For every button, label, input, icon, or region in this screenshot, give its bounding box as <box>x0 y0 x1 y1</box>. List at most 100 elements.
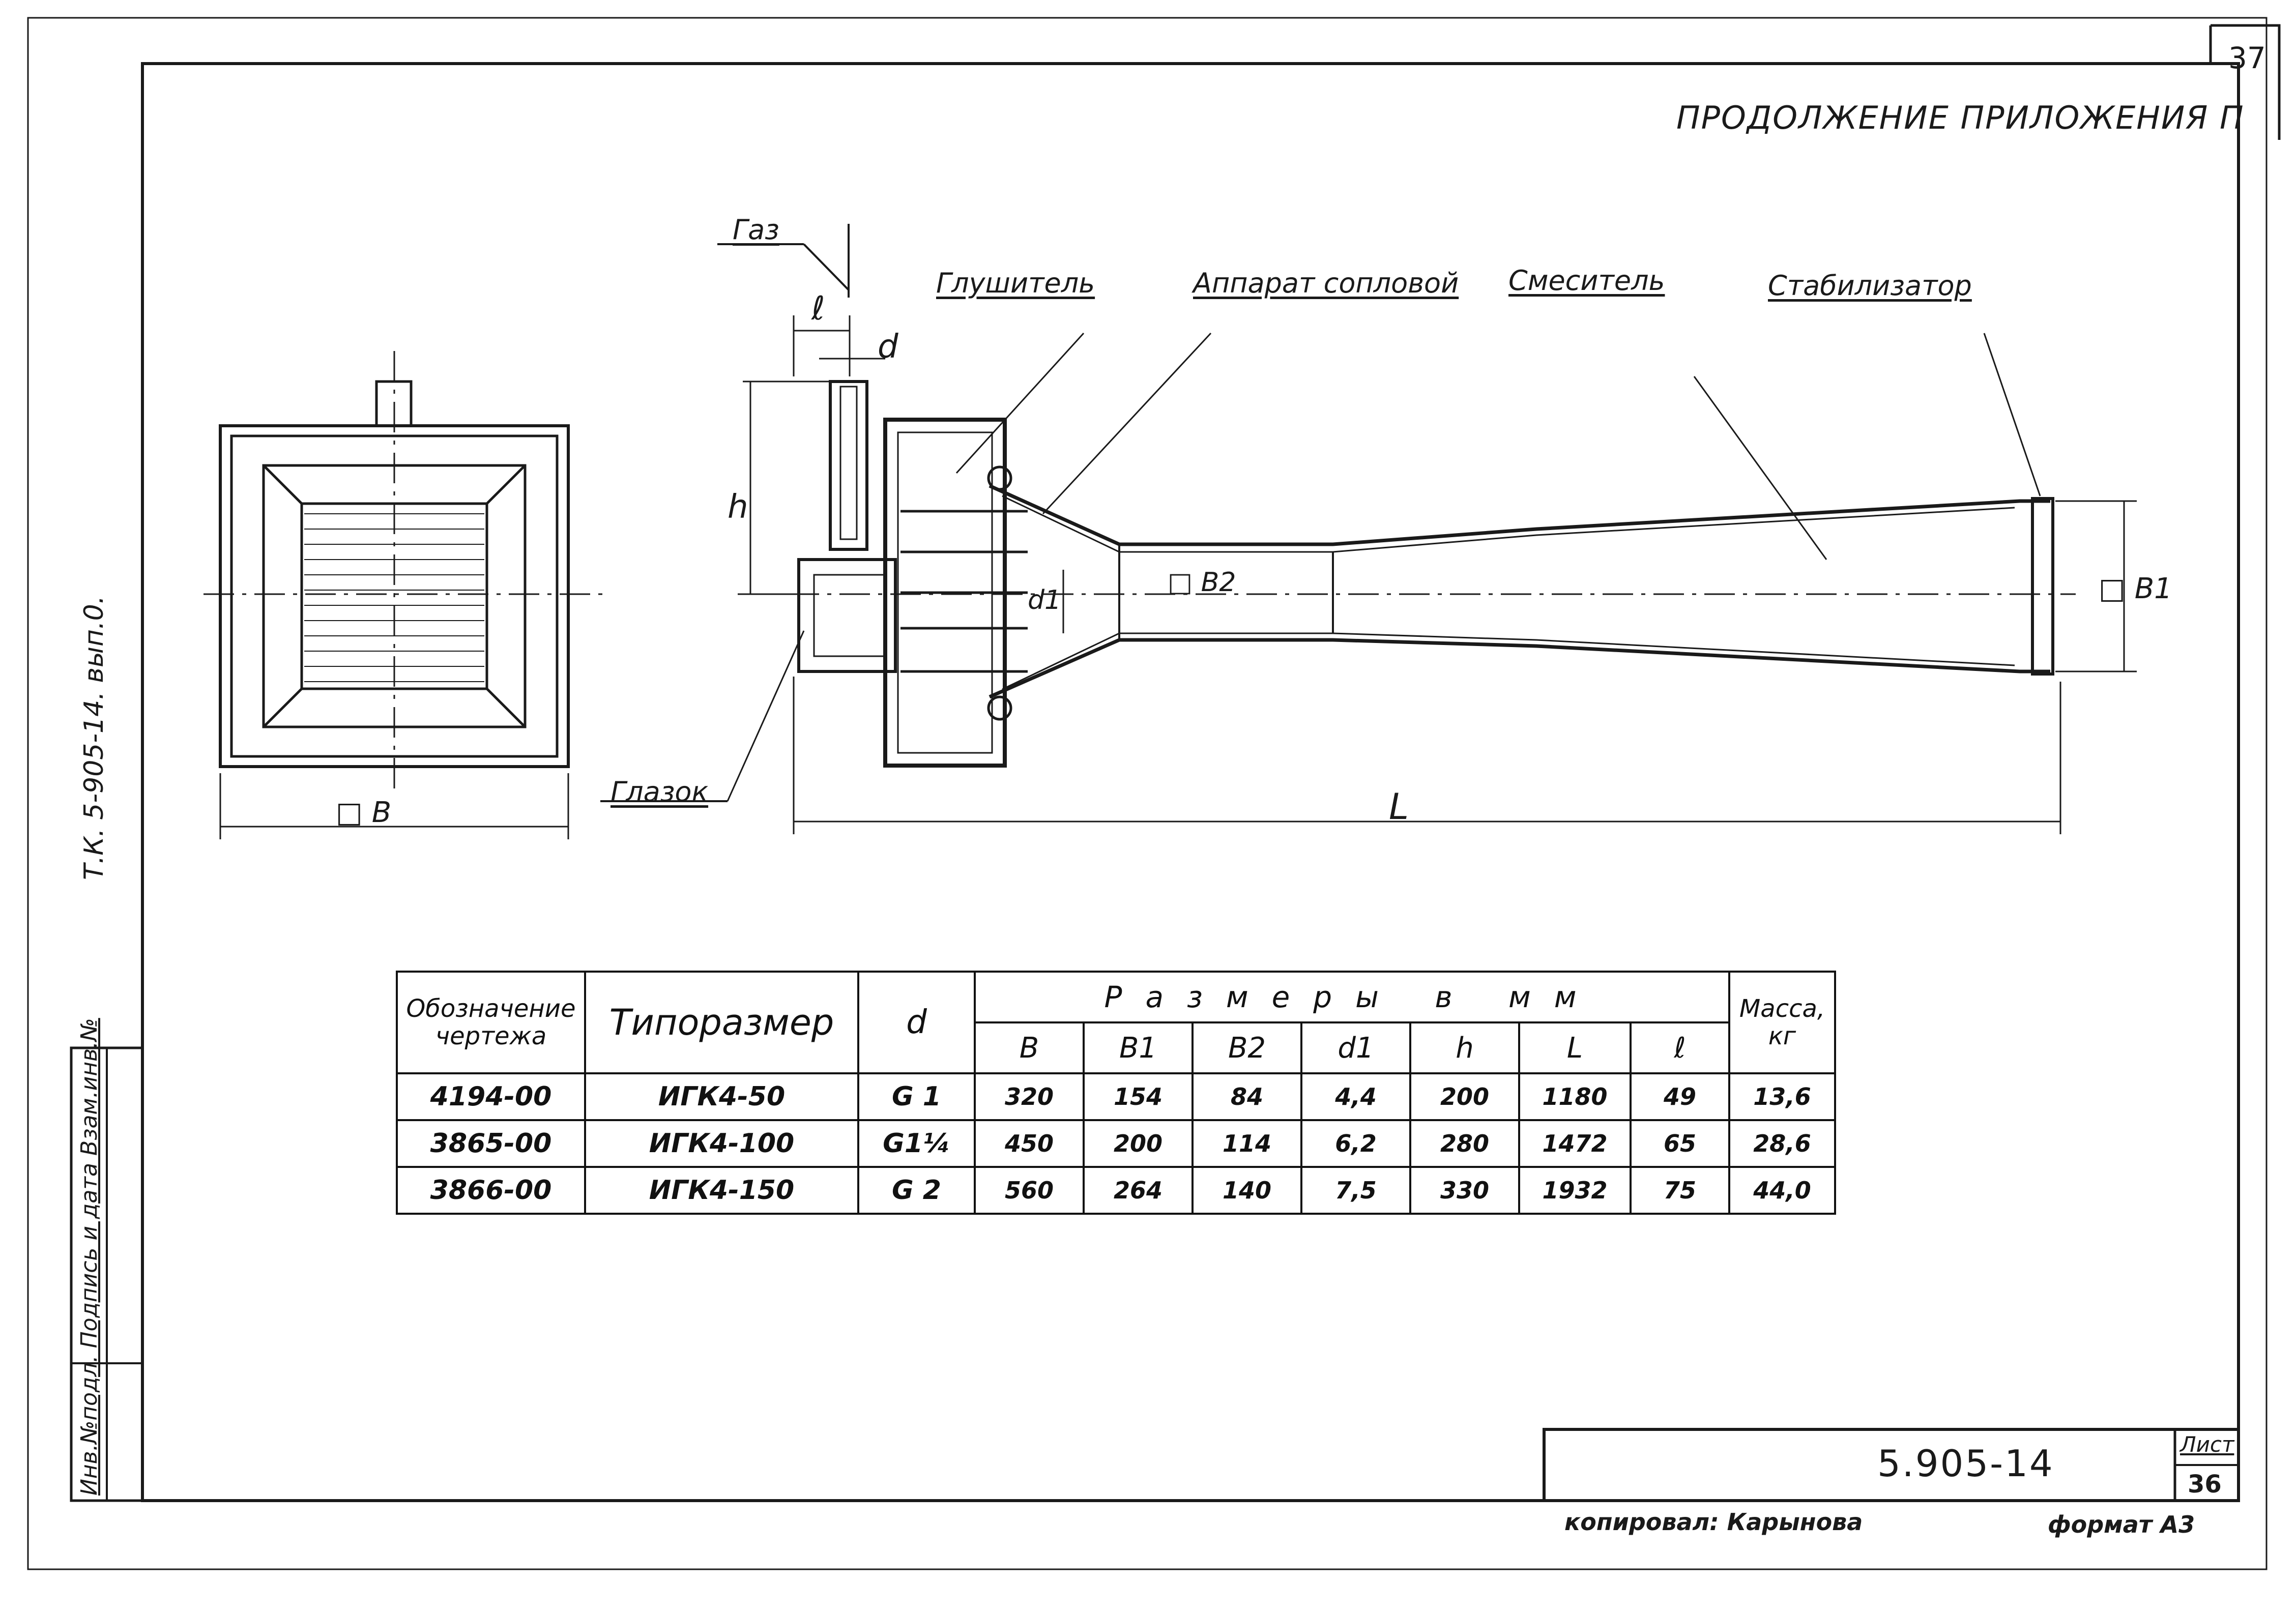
cell-b1: 264 <box>1083 1166 1194 1215</box>
leader-peephole <box>726 630 805 802</box>
leader-mixer <box>1693 376 1827 560</box>
dimension-label-b2: □ B2 <box>1168 567 1236 598</box>
cell-L: 1180 <box>1518 1072 1632 1121</box>
distributor-body <box>797 558 897 673</box>
header-mass: Масса, кг <box>1728 971 1836 1074</box>
copied-by: копировал: Карынова <box>1564 1508 1863 1536</box>
dimension-label-l: ℓ <box>811 290 825 328</box>
inner-frame <box>141 62 2240 1502</box>
distributor-inner <box>813 574 886 657</box>
cell-mass: 13,6 <box>1728 1072 1836 1121</box>
cell-b: 320 <box>974 1072 1085 1121</box>
header-sizes-group: Размеры в мм <box>974 971 1730 1023</box>
label-peephole: Глазок <box>611 776 709 808</box>
subheader-h: h <box>1409 1021 1520 1074</box>
cell-designation: 3866-00 <box>396 1166 586 1215</box>
cell-b2: 84 <box>1191 1072 1302 1121</box>
page-number: 37 <box>2228 41 2266 75</box>
front-view-frame-outer <box>230 434 559 758</box>
mixer-outline <box>989 484 2050 699</box>
outer-frame <box>27 17 2268 1570</box>
header-designation: Обозначение чертежа <box>396 971 586 1074</box>
cell-d: G1¼ <box>857 1119 976 1168</box>
cell-b1: 154 <box>1083 1072 1194 1121</box>
cell-mass: 44,0 <box>1728 1166 1836 1215</box>
cell-b: 450 <box>974 1119 1085 1168</box>
table-row: 3865-00 ИГК4-100 G1¼ 450 200 114 6,2 280… <box>396 1119 1836 1168</box>
cell-h: 280 <box>1409 1119 1520 1168</box>
dimension-label-b1: □ B1 <box>2099 572 2172 605</box>
cell-l: 49 <box>1630 1072 1730 1121</box>
side-reference-text: Т.К. 5-905-14. вып.0. <box>79 595 109 880</box>
mixer-inner-wall <box>1002 495 2015 690</box>
front-view-hatch <box>304 513 484 682</box>
cell-d1: 4,4 <box>1300 1072 1411 1121</box>
cell-designation: 3865-00 <box>396 1119 586 1168</box>
cell-d: G 1 <box>857 1072 976 1121</box>
cell-mass: 28,6 <box>1728 1119 1836 1168</box>
cell-b2: 114 <box>1191 1119 1302 1168</box>
side-section-view <box>600 224 2137 834</box>
label-gas: Газ <box>733 214 779 246</box>
subheader-L: L <box>1518 1021 1632 1074</box>
header-d: d <box>857 971 976 1074</box>
stabilizer-grid <box>2031 497 2054 676</box>
label-nozzle: Аппарат сопловой <box>1193 267 1459 299</box>
cell-type: ИГК4-50 <box>584 1072 859 1121</box>
sheet-format: формат А3 <box>2048 1511 2195 1538</box>
cell-type: ИГК4-100 <box>584 1119 859 1168</box>
table-header-row: Обозначение чертежа Типоразмер d Размеры… <box>396 971 1836 1074</box>
label-mixer: Смеситель <box>1508 265 1665 297</box>
sheet-number: 36 <box>2188 1470 2222 1499</box>
cell-b: 560 <box>974 1166 1085 1215</box>
leader-gas <box>803 243 850 291</box>
frame-corner-line <box>263 464 303 505</box>
subheader-l: ℓ <box>1630 1021 1730 1074</box>
stamp-column-text: Инв.№подл. Подпись и дата Взам.инв.№ <box>76 1018 102 1496</box>
dimension-label-d: d <box>878 328 898 366</box>
appendix-heading: ПРОДОЛЖЕНИЕ ПРИЛОЖЕНИЯ П <box>1676 99 2245 136</box>
dimension-label-d1: d1 <box>1028 585 1062 616</box>
title-block <box>1543 1428 2240 1502</box>
document-number: 5.905-14 <box>1877 1442 2054 1485</box>
flange-bolt <box>987 695 1012 721</box>
cell-type: ИГК4-150 <box>584 1166 859 1215</box>
gas-pipe-bore <box>839 386 858 540</box>
cell-h: 330 <box>1409 1166 1520 1215</box>
table-subheader-row: B B1 B2 d1 h L ℓ <box>397 1021 1835 1074</box>
dimension-label-h: h <box>728 488 748 526</box>
frame-corner-line <box>263 688 303 728</box>
leader-stabilizer <box>1983 333 2041 496</box>
dimension-label-L: L <box>1389 786 1409 828</box>
label-silencer: Глушитель <box>936 267 1095 299</box>
cell-b2: 140 <box>1191 1166 1302 1215</box>
label-stabilizer: Стабилизатор <box>1768 270 1972 302</box>
header-type: Типоразмер <box>584 971 859 1074</box>
sheet-label: Лист <box>2180 1432 2234 1457</box>
subheader-b2: B2 <box>1191 1021 1302 1074</box>
cell-h: 200 <box>1409 1072 1520 1121</box>
cell-d1: 6,2 <box>1300 1119 1411 1168</box>
page-number-box <box>2209 24 2281 140</box>
cell-b1: 200 <box>1083 1119 1194 1168</box>
subheader-b1: B1 <box>1083 1021 1194 1074</box>
subheader-b: B <box>974 1021 1085 1074</box>
table-row: 3866-00 ИГК4-150 G 2 560 264 140 7,5 330… <box>396 1166 1836 1215</box>
cell-l: 65 <box>1630 1119 1730 1168</box>
cell-designation: 4194-00 <box>396 1072 586 1121</box>
frame-corner-line <box>486 464 526 505</box>
spec-table: Обозначение чертежа Типоразмер d Размеры… <box>396 971 1836 1215</box>
cell-d1: 7,5 <box>1300 1166 1411 1215</box>
cell-L: 1472 <box>1518 1119 1632 1168</box>
frame-corner-line <box>486 688 526 728</box>
cell-L: 1932 <box>1518 1166 1632 1215</box>
cell-l: 75 <box>1630 1166 1730 1215</box>
leader-nozzle <box>1042 332 1212 515</box>
front-view <box>204 351 611 839</box>
table-row: 4194-00 ИГК4-50 G 1 320 154 84 4,4 200 1… <box>396 1072 1836 1121</box>
subheader-d1: d1 <box>1300 1021 1411 1074</box>
gas-pipe <box>829 380 868 551</box>
dimension-label-B: □ B <box>336 796 392 829</box>
leader-silencer <box>955 332 1085 474</box>
